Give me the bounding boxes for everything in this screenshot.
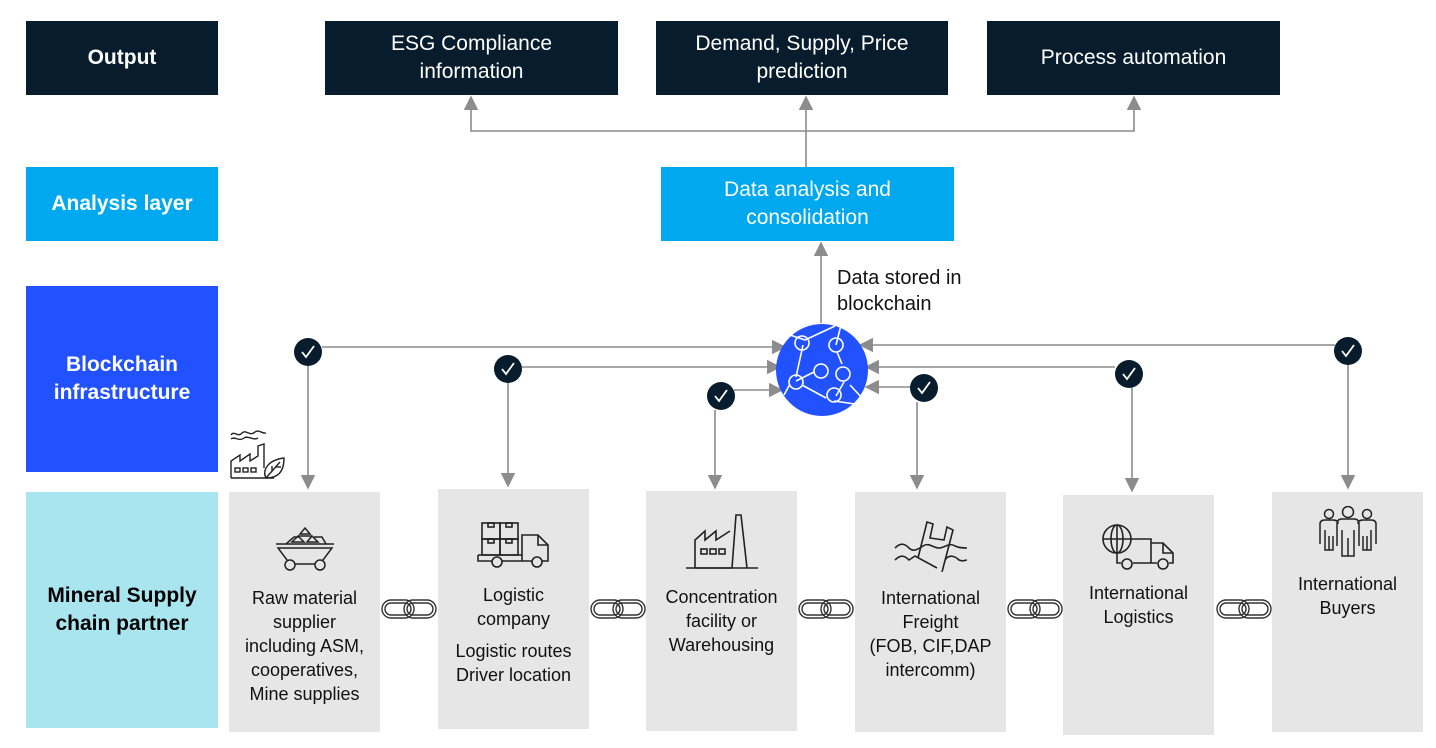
partner-buyers-title: International Buyers <box>1298 572 1397 620</box>
partner-concentration-line2: facility or <box>685 611 757 631</box>
layer-label-analysis-text: Analysis layer <box>51 192 193 215</box>
partner-intl-logistics-line2: Logistics <box>1103 607 1174 627</box>
chain-link-icon <box>590 599 646 619</box>
partner-raw-line1: Raw material <box>251 588 357 608</box>
partner-freight-line3: (FOB, CIF,DAP <box>869 636 992 656</box>
partner-raw-line4: cooperatives, <box>250 660 359 680</box>
partner-logistic-sub: Logistic routes Driver location <box>455 639 571 687</box>
analysis-line1: Data analysis and <box>724 178 891 201</box>
partner-raw-material: Raw material supplier including ASM, coo… <box>229 492 380 732</box>
checkmark-icon <box>1115 360 1143 388</box>
output-automation-text: Process automation <box>1040 46 1227 69</box>
partner-buyers-line2: Buyers <box>1319 598 1376 618</box>
people-group-icon <box>1317 506 1379 558</box>
analysis-box: Data analysis and consolidation <box>661 167 954 241</box>
arrow-to-esg <box>463 95 806 132</box>
partner-concentration-facility: Concentration facility or Warehousing <box>646 491 797 731</box>
blockchain-note-line2: blockchain <box>837 293 932 315</box>
partner-logistic-line1: Logistic <box>482 585 544 605</box>
partner-concentration-line3: Warehousing <box>668 635 775 655</box>
partner-logistic-title: Logistic company <box>477 583 550 631</box>
layer-label-output: Output <box>26 21 218 95</box>
delivery-truck-icon <box>476 507 552 569</box>
partner-logistic-company: Logistic company Logistic routes Driver … <box>438 489 589 729</box>
output-box-prediction: Demand, Supply, Price prediction <box>656 21 948 95</box>
layer-label-output-text: Output <box>87 46 157 69</box>
layer-label-mineral-line2: chain partner <box>55 612 189 635</box>
output-box-esg: ESG Compliance information <box>325 21 618 95</box>
partner-international-logistics: International Logistics <box>1063 495 1214 735</box>
output-box-automation: Process automation <box>987 21 1280 95</box>
output-prediction-line1: Demand, Supply, Price <box>695 32 909 55</box>
layer-label-blockchain-line1: Blockchain <box>65 353 179 376</box>
checkmark-icon <box>1334 337 1362 365</box>
chain-link-icon <box>381 599 437 619</box>
global-truck-icon <box>1101 523 1177 573</box>
blockchain-note: Data stored in blockchain <box>837 265 962 317</box>
partner-intl-logistics-line1: International <box>1088 583 1189 603</box>
analysis-line2: consolidation <box>746 206 869 229</box>
eco-factory-icon <box>228 428 294 484</box>
checkmark-icon <box>294 338 322 366</box>
partner-raw-line5: Mine supplies <box>249 684 360 704</box>
partner-concentration-title: Concentration facility or Warehousing <box>665 585 777 657</box>
blockchain-note-line1: Data stored in <box>837 267 962 289</box>
partner-logistic-line2: company <box>476 609 551 629</box>
partner-freight-line2: Freight <box>902 612 959 632</box>
partner-freight-line1: International <box>880 588 981 608</box>
layer-label-blockchain: Blockchain infrastructure <box>26 286 218 472</box>
partner-international-buyers: International Buyers <box>1272 492 1423 732</box>
output-esg-line2: information <box>419 60 524 83</box>
chain-link-icon <box>798 599 854 619</box>
partner-intl-logistics-title: International Logistics <box>1089 581 1188 629</box>
layer-label-analysis: Analysis layer <box>26 167 218 241</box>
checkmark-icon <box>910 374 938 402</box>
layer-label-mineral: Mineral Supply chain partner <box>26 492 218 728</box>
layer-label-mineral-line1: Mineral Supply <box>47 584 197 607</box>
factory-icon <box>684 509 760 571</box>
output-prediction-line2: prediction <box>756 60 848 83</box>
checkmark-icon <box>707 382 735 410</box>
partner-international-freight: International Freight (FOB, CIF,DAP inte… <box>855 492 1006 732</box>
partner-logistic-sub1: Logistic routes <box>455 641 572 661</box>
chain-link-icon <box>1216 599 1272 619</box>
partner-raw-material-title: Raw material supplier including ASM, coo… <box>245 586 364 706</box>
blockchain-network-icon <box>776 324 868 416</box>
arrow-to-automation <box>806 95 1142 132</box>
partner-raw-line3: including ASM, <box>244 636 365 656</box>
partner-buyers-line1: International <box>1297 574 1398 594</box>
partner-freight-title: International Freight (FOB, CIF,DAP inte… <box>869 586 991 682</box>
layer-label-blockchain-line2: infrastructure <box>53 381 191 404</box>
partner-logistic-sub2: Driver location <box>455 665 572 685</box>
sinking-ship-icon <box>893 510 969 572</box>
output-esg-line1: ESG Compliance <box>390 32 553 55</box>
partner-freight-line4: intercomm) <box>885 660 976 680</box>
partner-raw-line2: supplier <box>272 612 337 632</box>
mine-cart-icon <box>274 510 336 572</box>
partner-concentration-line1: Concentration <box>665 587 778 607</box>
chain-link-icon <box>1007 599 1063 619</box>
checkmark-icon <box>494 355 522 383</box>
